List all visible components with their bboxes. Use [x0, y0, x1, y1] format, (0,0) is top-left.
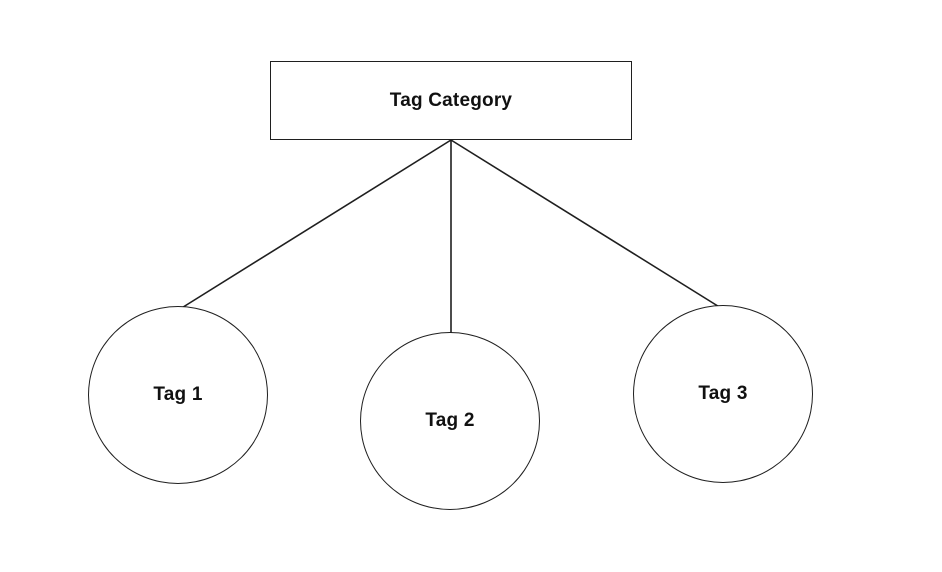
child-node-label: Tag 2 — [425, 410, 475, 431]
connector-root-to-tag1 — [179, 139, 452, 310]
root-node-tag-category: Tag Category — [270, 61, 632, 140]
child-node-tag-1: Tag 1 — [88, 306, 268, 484]
root-node-label: Tag Category — [389, 89, 513, 111]
child-node-tag-3: Tag 3 — [633, 305, 813, 483]
child-node-label: Tag 3 — [698, 383, 748, 404]
child-node-tag-2: Tag 2 — [360, 332, 540, 510]
connector-root-to-tag3 — [450, 139, 722, 309]
child-node-label: Tag 1 — [153, 384, 203, 405]
